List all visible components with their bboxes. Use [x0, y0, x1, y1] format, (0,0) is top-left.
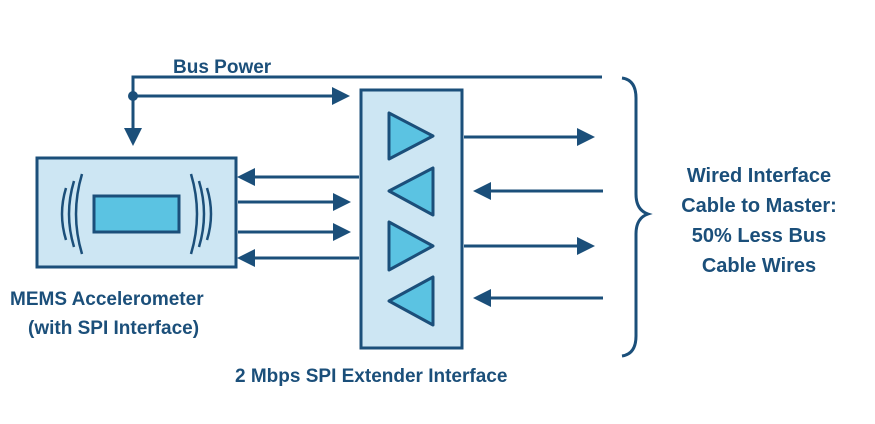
- cable-description: Wired Interface Cable to Master: 50% Les…: [681, 165, 837, 277]
- buffer-right-icon: [387, 111, 435, 161]
- mems-accelerometer-block: [35, 156, 238, 269]
- cable-label-line2: Cable to Master:: [681, 195, 837, 217]
- mems-sensor-element: [92, 194, 181, 234]
- buffer-right-icon: [387, 220, 435, 272]
- curly-brace: [621, 76, 653, 358]
- bus-power-label: Bus Power: [173, 57, 272, 78]
- vibration-icon: [60, 173, 213, 255]
- bus-power-junction: [128, 91, 138, 101]
- cable-label-line1: Wired Interface: [687, 165, 831, 187]
- bus-power-line: [124, 75, 602, 146]
- mems-label-line1: MEMS Accelerometer: [10, 289, 204, 310]
- buffer-left-icon: [387, 166, 435, 217]
- cable-signal-lines: [464, 128, 603, 307]
- mems-label-line2: (with SPI Interface): [28, 318, 199, 339]
- spi-extender-block: [359, 88, 464, 350]
- extender-label: 2 Mbps SPI Extender Interface: [235, 366, 507, 387]
- buffer-left-icon: [387, 275, 435, 327]
- cable-label-line3: 50% Less Bus: [692, 225, 827, 247]
- spi-signal-lines: [237, 168, 359, 267]
- cable-label-line4: Cable Wires: [702, 255, 816, 277]
